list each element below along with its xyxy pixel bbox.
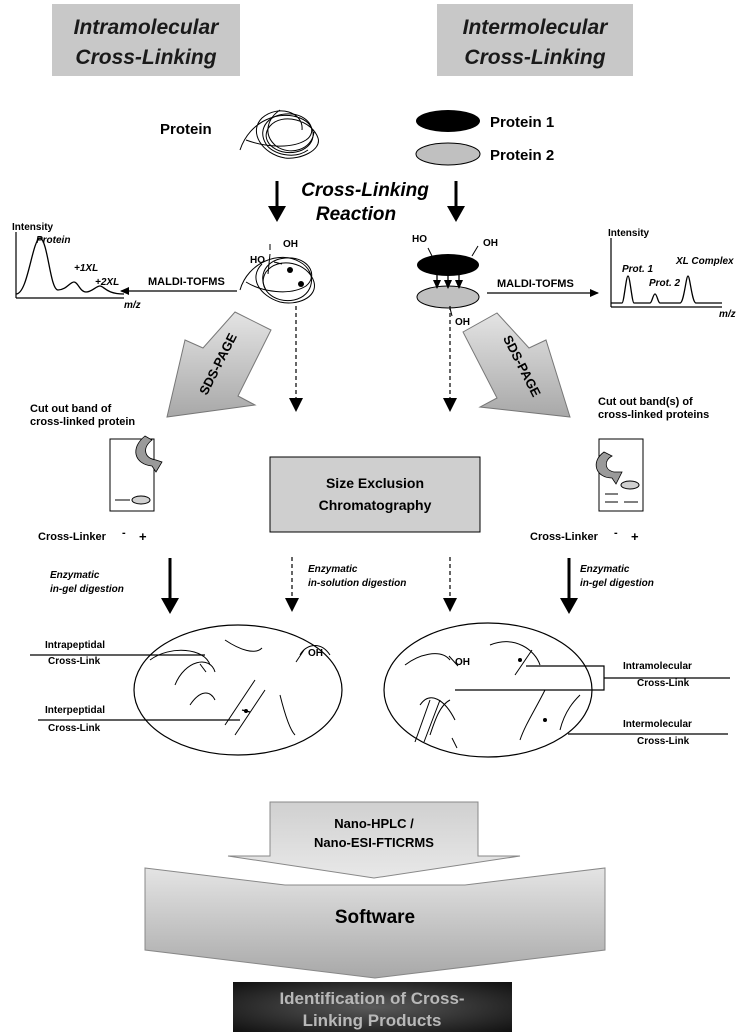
intramolecular-line1: Intramolecular: [623, 661, 692, 672]
digestion-arrow-mid-right: [443, 557, 457, 612]
reaction-label-line1: Cross-Linking: [301, 180, 429, 201]
intra-header-line1: Intramolecular: [74, 16, 221, 39]
left-spectrum-xl2: +2XL: [95, 277, 119, 288]
left-cross-linker-minus: -: [122, 527, 126, 539]
sds-page-arrow-right: SDS-PAGE: [462, 312, 571, 418]
intramolecular-line2: Cross-Link: [637, 678, 690, 689]
protein-label: Protein: [160, 121, 212, 138]
intramolecular-header: Intramolecular Cross-Linking: [52, 4, 240, 76]
hplc-line1: Nano-HPLC /: [334, 816, 414, 831]
digestion-arrow-mid-left: [285, 557, 299, 612]
result-line1: Identification of Cross-: [279, 989, 464, 1008]
intermolecular-line2: Cross-Link: [637, 736, 690, 747]
left-peptide-oval: [133, 624, 343, 756]
right-cut-line2: cross-linked proteins: [598, 409, 709, 421]
left-oh-label: OH: [283, 239, 298, 250]
right-spectrum-ylabel: Intensity: [608, 228, 650, 239]
right-spectrum-prot1: Prot. 1: [622, 264, 654, 275]
left-spectrum-xlabel: m/z: [124, 300, 141, 311]
crosslinked-protein-icon: [239, 244, 315, 304]
right-cross-linker-label: Cross-Linker: [530, 531, 599, 543]
protein2-label: Protein 2: [490, 147, 554, 164]
reaction-label-line2: Reaction: [316, 204, 396, 225]
left-cut-line1: Cut out band of: [30, 403, 112, 415]
right-oval-oh-label: OH: [455, 657, 470, 668]
reaction-arrow-right: [447, 181, 465, 222]
intermolecular-line1: Intermolecular: [623, 719, 692, 730]
right-spectrum-xlabel: m/z: [719, 309, 736, 320]
right-cut-line1: Cut out band(s) of: [598, 396, 693, 408]
left-spectrum-peak-label: Protein: [36, 235, 70, 246]
left-oval-oh-label: OH: [308, 648, 323, 659]
intermolecular-header: Intermolecular Cross-Linking: [437, 4, 633, 76]
left-cross-linker-label: Cross-Linker: [38, 531, 107, 543]
result-box: Identification of Cross- Linking Product…: [233, 982, 512, 1032]
inter-header-line1: Intermolecular: [463, 16, 610, 39]
right-spectrum-prot2: Prot. 2: [649, 278, 681, 289]
right-mass-spectrum: Intensity Prot. 1 Prot. 2 XL Complex m/z: [608, 228, 736, 320]
left-ho-label: HO: [250, 255, 265, 266]
digestion-left-line2: in-gel digestion: [50, 584, 124, 595]
protein-tangle-icon: [239, 109, 319, 159]
protein-complex-icon: [416, 245, 480, 317]
inter-header-line2: Cross-Linking: [464, 46, 605, 69]
left-maldi-label: MALDI-TOFMS: [148, 276, 225, 288]
right-cross-linker-minus: -: [614, 527, 618, 539]
reaction-arrow-left: [268, 181, 286, 222]
protein1-label: Protein 1: [490, 114, 554, 131]
hplc-arrow-box: Nano-HPLC / Nano-ESI-FTICRMS: [227, 801, 521, 879]
sds-page-arrow-left: SDS-PAGE: [166, 311, 272, 418]
right-maldi-label: MALDI-TOFMS: [497, 278, 574, 290]
left-cross-linker-plus: +: [139, 529, 147, 544]
digestion-left-line1: Enzymatic: [50, 570, 100, 581]
digestion-right-line2: in-gel digestion: [580, 578, 654, 589]
digestion-mid-line1: Enzymatic: [308, 564, 358, 575]
digestion-arrow-right: [560, 558, 578, 614]
intrapeptidal-line1: Intrapeptidal: [45, 640, 105, 651]
intrapeptidal-line2: Cross-Link: [48, 656, 101, 667]
left-spectrum-ylabel: Intensity: [12, 222, 54, 233]
size-exclusion-box: Size Exclusion Chromatography: [269, 456, 481, 533]
protein1-ellipse-icon: [416, 110, 480, 132]
interpeptidal-line2: Cross-Link: [48, 723, 101, 734]
digestion-arrow-left: [161, 558, 179, 614]
left-gel-icon: [109, 435, 163, 512]
digestion-right-line1: Enzymatic: [580, 564, 630, 575]
left-cut-line2: cross-linked protein: [30, 416, 135, 428]
right-gel-icon: [595, 438, 644, 512]
right-oh-top-label: OH: [483, 238, 498, 249]
intra-header-line2: Cross-Linking: [75, 46, 216, 69]
right-ho-label: HO: [412, 234, 427, 245]
protein2-ellipse-icon: [415, 142, 481, 166]
software-label: Software: [335, 907, 415, 928]
sec-line2: Chromatography: [319, 497, 432, 513]
result-line2: Linking Products: [303, 1011, 442, 1030]
left-spectrum-xl1: +1XL: [74, 263, 98, 274]
right-spectrum-complex: XL Complex: [675, 256, 734, 267]
sec-line1: Size Exclusion: [326, 475, 424, 491]
interpeptidal-line1: Interpeptidal: [45, 705, 105, 716]
hplc-line2: Nano-ESI-FTICRMS: [314, 835, 434, 850]
left-mass-spectrum: Intensity Protein +1XL +2XL m/z: [12, 222, 141, 311]
software-arrow: Software: [144, 867, 606, 979]
digestion-mid-line2: in-solution digestion: [308, 578, 406, 589]
right-oh-bottom-label: OH: [455, 317, 470, 328]
right-cross-linker-plus: +: [631, 529, 639, 544]
